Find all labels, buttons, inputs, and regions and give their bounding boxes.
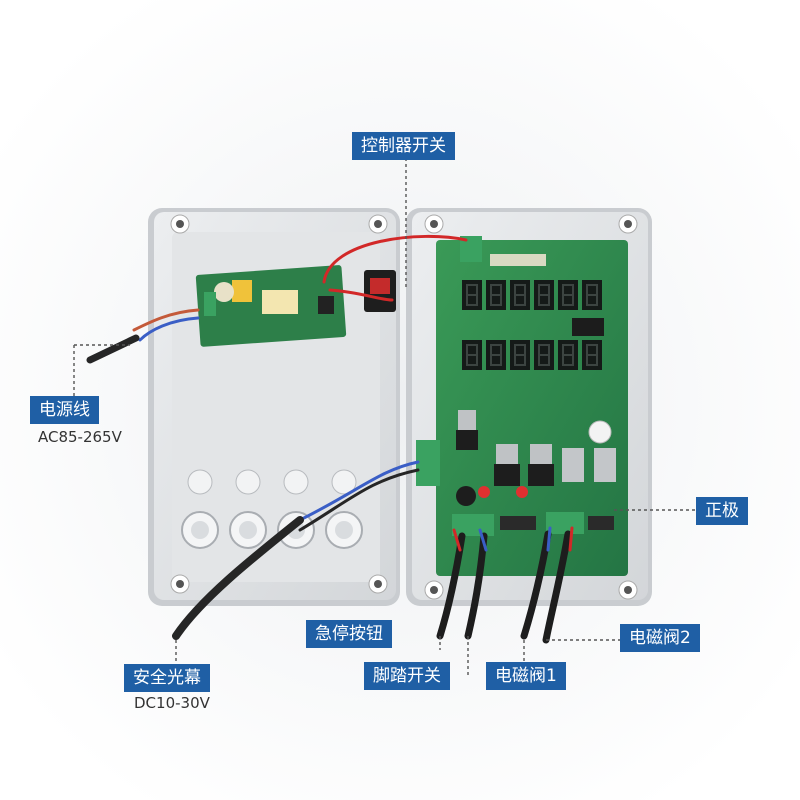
label-solenoid-valve-1: 电磁阀1	[486, 662, 566, 690]
digit-segments	[490, 284, 502, 306]
buzzer	[588, 420, 612, 444]
red-led	[516, 486, 528, 498]
label-foot-switch: 脚踏开关	[364, 662, 450, 690]
digit-segments	[586, 344, 598, 366]
wires	[86, 234, 574, 644]
label-power-cord: 电源线	[30, 396, 99, 424]
digit-segments	[586, 284, 598, 306]
enclosure-base	[148, 208, 400, 606]
digit-segments	[490, 344, 502, 366]
power-supply-module	[195, 265, 347, 347]
power-cord-spec: AC85-265V	[38, 428, 122, 446]
capacitor	[456, 486, 476, 506]
digit-segments	[466, 344, 478, 366]
label-controller-switch: 控制器开关	[352, 132, 455, 160]
digit-segments	[538, 284, 550, 306]
ic-chip	[572, 318, 604, 336]
leader-lines	[73, 158, 696, 678]
bottom-terminal-blocks	[452, 512, 614, 536]
digit-display-top	[462, 280, 602, 310]
label-positive: 正极	[696, 497, 748, 525]
digit-segments	[514, 344, 526, 366]
digit-display-bottom	[462, 340, 602, 370]
side-terminal-block	[416, 440, 440, 486]
label-emergency-stop: 急停按钮	[306, 620, 392, 648]
digit-segments	[538, 344, 550, 366]
label-safety-light-curtain: 安全光幕	[124, 664, 210, 692]
rocker-switch	[364, 270, 396, 312]
digit-segments	[562, 344, 574, 366]
label-solenoid-valve-2: 电磁阀2	[620, 624, 700, 652]
digit-segments	[514, 284, 526, 306]
transistors	[456, 410, 616, 486]
red-led	[478, 486, 490, 498]
digit-segments	[562, 284, 574, 306]
safety-light-curtain-spec: DC10-30V	[134, 694, 210, 712]
digit-segments	[466, 284, 478, 306]
